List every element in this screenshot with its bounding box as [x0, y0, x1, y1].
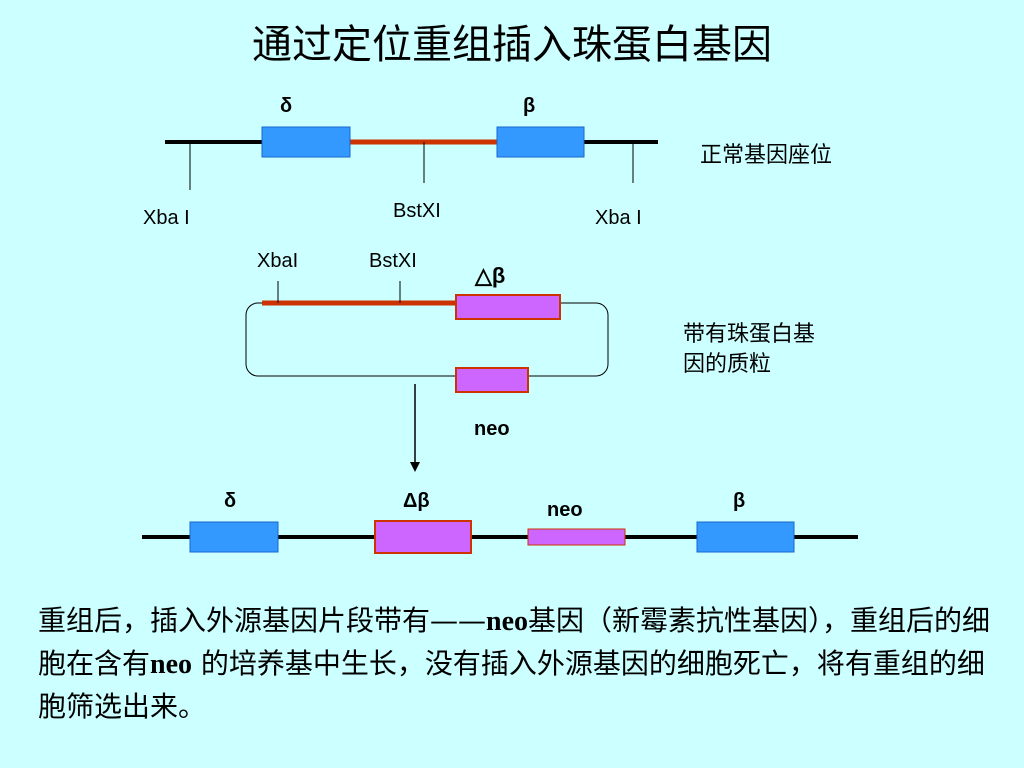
xba-right-label: Xba I — [595, 207, 642, 229]
plasmid — [245, 281, 609, 393]
plasmid-xbai-label: XbaI — [257, 250, 299, 272]
plasmid-bstxi-label: BstXI — [369, 250, 417, 272]
beta-label: β — [523, 95, 536, 117]
delta-label: δ — [280, 95, 293, 117]
recombined-locus — [142, 520, 858, 554]
plasmid-delta-beta-label: △β — [475, 263, 506, 288]
plasmid-neo-label: neo — [474, 418, 510, 440]
plasmid-caption-line2: 因的质粒 — [683, 352, 772, 377]
beta-gene-box — [496, 126, 585, 158]
down-arrow — [410, 384, 420, 472]
paragraph-part2: 基因（新霉素抗性基因），重组后的细胞在含有 — [38, 604, 991, 680]
delta-gene-box — [261, 126, 351, 158]
normal-locus — [165, 126, 658, 190]
plasmid-delta-beta-box — [455, 294, 561, 320]
recombination-diagram — [142, 126, 858, 554]
recombined-beta-label: β — [733, 490, 746, 512]
normal-locus-caption: 正常基因座位 — [700, 143, 833, 168]
xba-left-label: Xba I — [143, 207, 190, 229]
recombined-delta-label: δ — [224, 490, 237, 512]
recombined-neo-label: neo — [547, 499, 583, 521]
recombined-beta-box — [696, 521, 795, 553]
paragraph-part1: 重组后，插入外源基因片段带有—— — [38, 604, 487, 637]
plasmid-neo-box — [455, 367, 529, 393]
recombined-delta-box — [189, 521, 279, 553]
paragraph-neo-1: neo — [486, 606, 529, 637]
recombined-delta-beta-label: Δβ — [403, 490, 430, 512]
explanation-paragraph: 重组后，插入外源基因片段带有——neo基因（新霉素抗性基因），重组后的细胞在含有… — [38, 600, 998, 728]
paragraph-part3: 的培养基中生长，没有插入外源基因的细胞死亡，将有重组的细胞筛选出来。 — [38, 647, 985, 723]
recombined-delta-beta-box — [374, 520, 472, 554]
paragraph-neo-2: neo — [150, 649, 193, 680]
bstxi-label: BstXI — [393, 200, 441, 222]
recombined-neo-box — [527, 528, 626, 546]
plasmid-caption-line1: 带有珠蛋白基 — [683, 322, 816, 347]
page-title: 通过定位重组插入珠蛋白基因 — [252, 22, 772, 68]
